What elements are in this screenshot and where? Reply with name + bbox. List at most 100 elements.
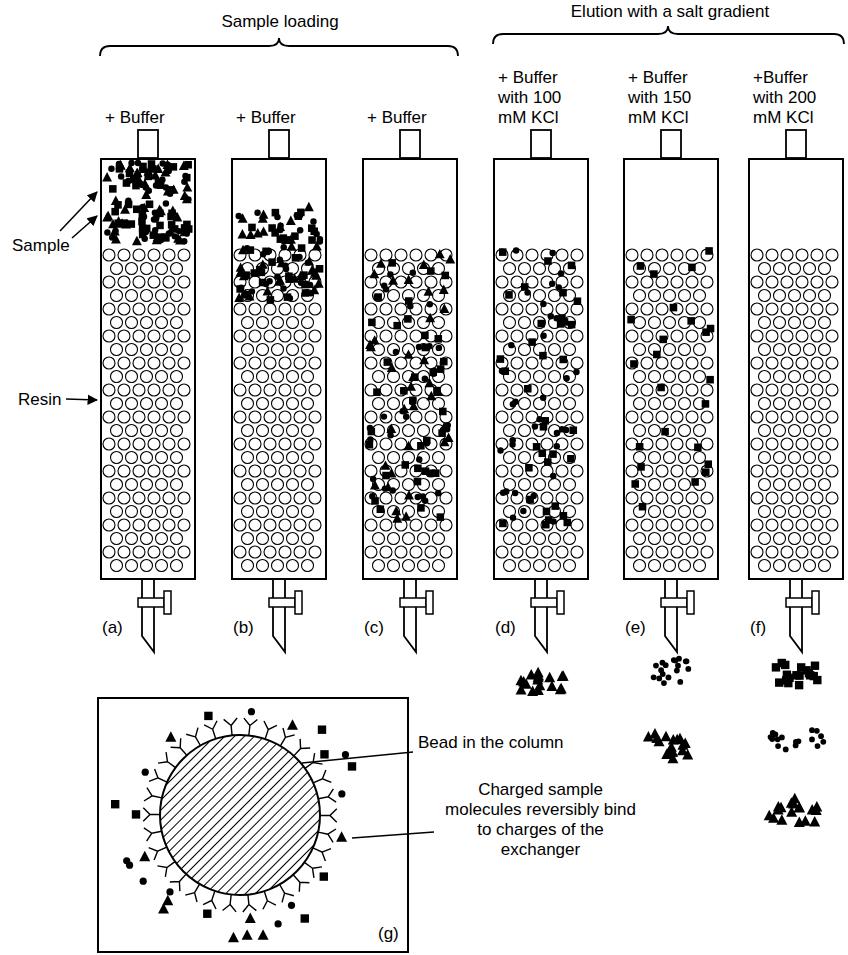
sample-molecule xyxy=(675,663,681,669)
resin-bead xyxy=(309,492,321,504)
resin-bead xyxy=(302,479,314,491)
resin-bead xyxy=(826,465,838,477)
sample-molecule xyxy=(425,313,435,322)
resin-bead xyxy=(774,317,786,329)
resin-bead xyxy=(634,533,646,545)
resin-bead xyxy=(519,371,531,383)
sample-molecule xyxy=(793,743,799,749)
sample-molecule xyxy=(258,259,268,268)
sample-molecule xyxy=(520,508,526,514)
resin-bead xyxy=(519,425,531,437)
resin-bead xyxy=(656,357,668,369)
resin-bead xyxy=(302,398,314,410)
resin-bead xyxy=(141,452,153,464)
resin-bead xyxy=(249,492,261,504)
resin-bead xyxy=(649,533,661,545)
sample-molecule xyxy=(382,485,388,491)
resin-bead xyxy=(496,465,508,477)
sample-molecule xyxy=(434,335,442,343)
resin-bead xyxy=(664,452,676,464)
resin-bead xyxy=(686,384,698,396)
resin-bead xyxy=(171,506,183,518)
resin-bead xyxy=(556,384,568,396)
resin-bead xyxy=(178,276,190,288)
resin-bead xyxy=(679,290,691,302)
sample-molecule xyxy=(254,210,260,216)
resin-bead xyxy=(242,560,254,572)
resin-bead xyxy=(671,384,683,396)
resin-bead xyxy=(796,465,808,477)
resin-bead xyxy=(781,438,793,450)
inlet-nozzle xyxy=(400,130,420,158)
sample-molecule xyxy=(377,505,385,513)
resin-bead xyxy=(781,411,793,423)
resin-bead xyxy=(163,546,175,558)
resin-bead xyxy=(774,263,786,275)
charged-ligand xyxy=(157,862,175,877)
resin-bead xyxy=(279,303,291,315)
resin-bead xyxy=(811,411,823,423)
resin-bead xyxy=(664,371,676,383)
resin-bead xyxy=(103,438,115,450)
sample-molecule xyxy=(769,736,775,742)
sample-molecule xyxy=(167,186,175,194)
free-molecule xyxy=(140,878,147,885)
resin-bead xyxy=(759,425,771,437)
sample-molecule xyxy=(409,399,415,405)
stopcock-handle xyxy=(164,591,171,614)
resin-bead xyxy=(751,357,763,369)
resin-bead xyxy=(302,533,314,545)
sample-molecule xyxy=(141,214,147,220)
resin-bead xyxy=(272,560,284,572)
resin-bead xyxy=(163,357,175,369)
resin-bead xyxy=(641,357,653,369)
sample-molecule xyxy=(818,733,824,739)
resin-bead xyxy=(294,384,306,396)
stopcock xyxy=(269,598,295,607)
bound-molecule xyxy=(203,910,211,918)
stopcock-handle xyxy=(812,591,819,614)
resin-bead xyxy=(751,276,763,288)
sample-molecule xyxy=(540,394,546,400)
sample-molecule xyxy=(308,236,316,244)
resin-bead xyxy=(156,398,168,410)
sample-molecule xyxy=(776,814,787,825)
resin-bead xyxy=(287,452,299,464)
outlet-tube xyxy=(535,580,547,652)
sample-molecule xyxy=(133,205,141,213)
resin-bead xyxy=(686,519,698,531)
leader-line xyxy=(302,752,413,763)
resin-bead xyxy=(148,438,160,450)
sample-molecule xyxy=(439,285,449,294)
resin-bead xyxy=(694,290,706,302)
resin-bead xyxy=(774,344,786,356)
resin-bead xyxy=(686,330,698,342)
sample-molecule xyxy=(267,296,275,304)
sample-molecule xyxy=(172,212,182,221)
resin-bead xyxy=(549,398,561,410)
resin-bead xyxy=(826,411,838,423)
resin-bead xyxy=(410,519,422,531)
stopcock-handle xyxy=(557,591,564,614)
resin-bead xyxy=(759,560,771,572)
resin-bead xyxy=(403,425,415,437)
sample-molecule xyxy=(512,398,518,404)
exchanger-groups xyxy=(111,708,356,942)
resin-bead xyxy=(118,384,130,396)
resin-bead xyxy=(249,465,261,477)
sample-molecule xyxy=(561,318,569,326)
sample-molecule xyxy=(168,221,176,229)
resin-bead xyxy=(686,249,698,261)
resin-bead xyxy=(571,411,583,423)
sample-molecule xyxy=(540,423,548,431)
resin-bead xyxy=(309,384,321,396)
resin-bead xyxy=(796,249,808,261)
outlet-tube xyxy=(665,580,677,652)
resin-bead xyxy=(759,344,771,356)
sample-molecule xyxy=(702,400,710,408)
resin-bead xyxy=(804,425,816,437)
resin-bead xyxy=(156,290,168,302)
resin-bead xyxy=(133,276,145,288)
sample-molecule xyxy=(103,211,113,220)
resin-bead xyxy=(686,492,698,504)
